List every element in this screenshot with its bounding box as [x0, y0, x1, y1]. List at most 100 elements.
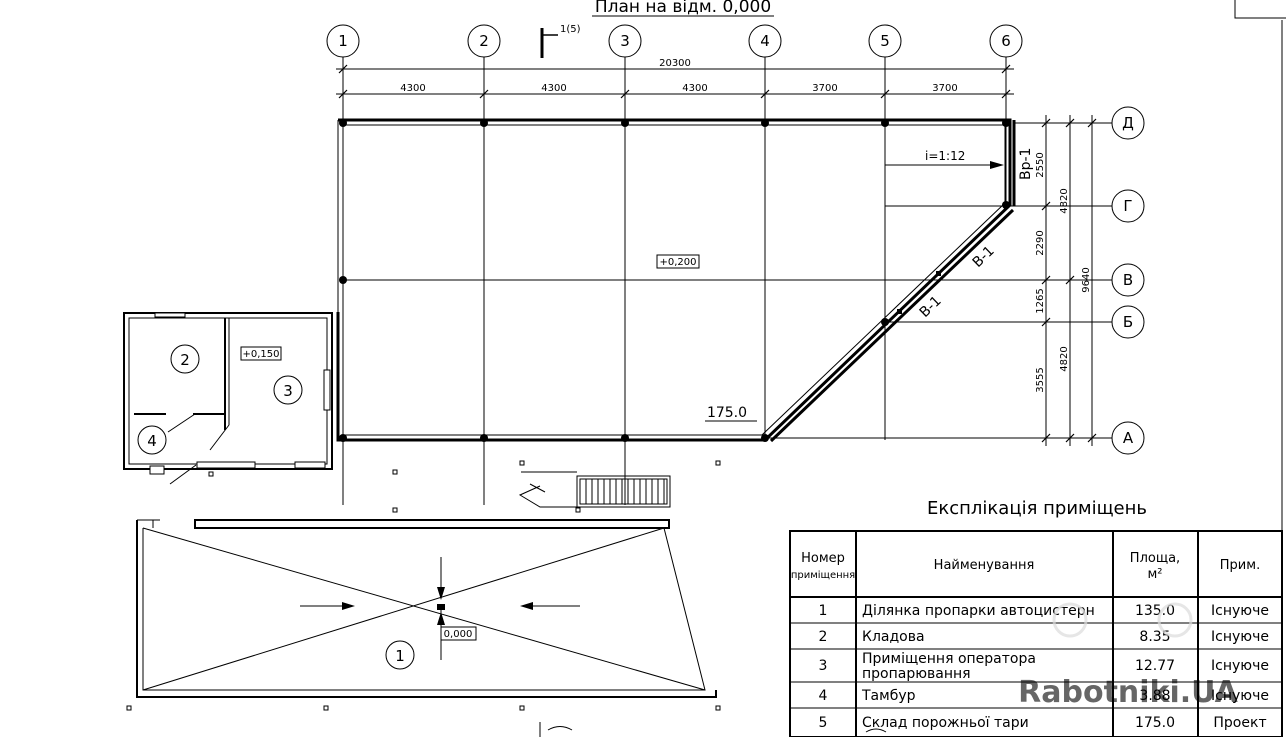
axis-bubble-5: 5 — [868, 24, 902, 58]
axis-bubble-a: А — [1111, 421, 1145, 455]
svg-text:Б: Б — [1123, 313, 1133, 331]
header-num-line1: Номер — [801, 551, 845, 566]
svg-text:1: 1 — [338, 32, 348, 50]
axis-bubble-g: Г — [1111, 189, 1145, 223]
explication-table: Номер приміщення Найменування Площа, м² … — [789, 530, 1283, 737]
gate-diag-line — [769, 208, 1015, 443]
arc-mark — [865, 728, 887, 733]
dim-3-4: 4300 — [682, 83, 707, 94]
axis-lines-horizontal — [343, 122, 1112, 439]
dim-right-4: 3555 — [1035, 367, 1046, 392]
survey-markers — [126, 460, 721, 711]
axis-bubble-3: 3 — [608, 24, 642, 58]
dim-right-3: 1265 — [1035, 288, 1046, 313]
level-bottom: 0,000 — [440, 626, 477, 641]
header-note: Прим. — [1220, 558, 1260, 573]
svg-text:3: 3 — [283, 382, 293, 400]
frame-corner — [1234, 0, 1286, 19]
axis-bubble-v: В — [1111, 263, 1145, 297]
section-mark: 1(5) — [540, 24, 581, 58]
svg-text:0,000: 0,000 — [444, 629, 473, 640]
svg-text:+0,200: +0,200 — [659, 257, 696, 268]
dim-right-2: 2290 — [1035, 230, 1046, 255]
row-1-num: 1 — [819, 603, 828, 619]
column-dots — [339, 119, 1010, 442]
row-5-area: 175.0 — [1135, 715, 1175, 731]
table-title: Експлікація приміщень — [927, 498, 1147, 519]
svg-text:5: 5 — [880, 32, 890, 50]
dim-total: 20300 — [659, 58, 691, 69]
axis-bubble-1: 1 — [326, 24, 360, 58]
svg-text:2: 2 — [479, 32, 489, 50]
svg-text:В: В — [1123, 271, 1133, 289]
svg-text:+0,150: +0,150 — [242, 349, 279, 360]
axis-bubble-b: Б — [1111, 305, 1145, 339]
row-3-name: Приміщення оператора — [862, 651, 1036, 667]
svg-text:А: А — [1123, 429, 1134, 447]
annex-building — [123, 312, 333, 485]
section-mark-label: 1(5) — [560, 24, 581, 35]
room-marker-2: 2 — [170, 344, 200, 374]
svg-text:Д: Д — [1122, 114, 1134, 132]
svg-text:4: 4 — [760, 32, 770, 50]
room-marker-4: 4 — [137, 425, 167, 455]
svg-text:Г: Г — [1123, 197, 1132, 215]
dim-right-outer-1: 4820 — [1059, 188, 1070, 213]
plan-title: План на відм. 0,000 — [595, 0, 771, 17]
row-3-num: 3 — [819, 658, 828, 674]
header-name: Найменування — [934, 558, 1035, 573]
axis-bubble-4: 4 — [748, 24, 782, 58]
axis-bubble-6: 6 — [989, 24, 1023, 58]
row-4-area: 3.88 — [1139, 688, 1170, 704]
watermark-text: Rabotniki.UA — [1018, 675, 1238, 710]
gate-main-label: Вр-1 — [1018, 148, 1034, 180]
section-mark-bottom — [539, 722, 573, 737]
slope-arrow: i=1:12 — [885, 149, 1004, 169]
row-5-name: Склад порожньої тари — [862, 715, 1029, 731]
dim-right-outer-2: 4820 — [1059, 346, 1070, 371]
row-2-name: Кладова — [862, 629, 925, 645]
room-marker-3: 3 — [273, 375, 303, 405]
row-3-area: 12.77 — [1135, 658, 1175, 674]
row-1-name: Ділянка пропарки автоцистерн — [862, 603, 1095, 619]
dim-4-5: 3700 — [812, 83, 837, 94]
row-4-note: Існуюче — [1211, 688, 1269, 704]
svg-text:2: 2 — [180, 351, 190, 369]
svg-text:3: 3 — [620, 32, 630, 50]
area-note: 175.0 — [705, 405, 757, 422]
top-dimensions: 20300 4300 4300 4300 3700 3700 — [336, 58, 1014, 99]
dim-right-total: 9640 — [1081, 267, 1092, 292]
row-4-name: Тамбур — [861, 688, 916, 704]
stairs — [518, 471, 671, 508]
bottom-slab — [136, 519, 717, 698]
header-area-line1: Площа, — [1130, 551, 1180, 566]
dim-5-6: 3700 — [932, 83, 957, 94]
dim-2-3: 4300 — [541, 83, 566, 94]
axis-bubble-2: 2 — [467, 24, 501, 58]
svg-text:1: 1 — [395, 647, 405, 665]
row-5-num: 5 — [819, 715, 828, 731]
room-marker-1: 1 — [385, 640, 415, 670]
header-area-line2: м² — [1147, 567, 1162, 582]
axis-bubble-d: Д — [1111, 106, 1145, 140]
watermark: Rabotniki.UA — [1018, 602, 1239, 710]
header-num-line2: приміщення — [791, 569, 855, 581]
row-3-note: Існуюче — [1211, 658, 1269, 674]
row-2-area: 8.35 — [1139, 629, 1170, 645]
svg-text:6: 6 — [1001, 32, 1011, 50]
dim-1-2: 4300 — [400, 83, 425, 94]
right-dimensions: 2550 2290 1265 3555 4820 4820 9640 — [1035, 115, 1097, 446]
row-3-name-line2: пропарювання — [862, 666, 971, 682]
dim-right-1: 2550 — [1035, 152, 1046, 177]
row-1-note: Існуюче — [1211, 603, 1269, 619]
svg-text:175.0: 175.0 — [707, 405, 747, 421]
row-2-note: Існуюче — [1211, 629, 1269, 645]
row-2-num: 2 — [819, 629, 828, 645]
level-main: +0,200 — [656, 254, 700, 269]
level-small: +0,150 — [240, 346, 282, 361]
svg-text:4: 4 — [147, 432, 157, 450]
slope-label: i=1:12 — [925, 149, 965, 163]
row-4-num: 4 — [819, 688, 828, 704]
row-5-note: Проект — [1213, 715, 1266, 731]
